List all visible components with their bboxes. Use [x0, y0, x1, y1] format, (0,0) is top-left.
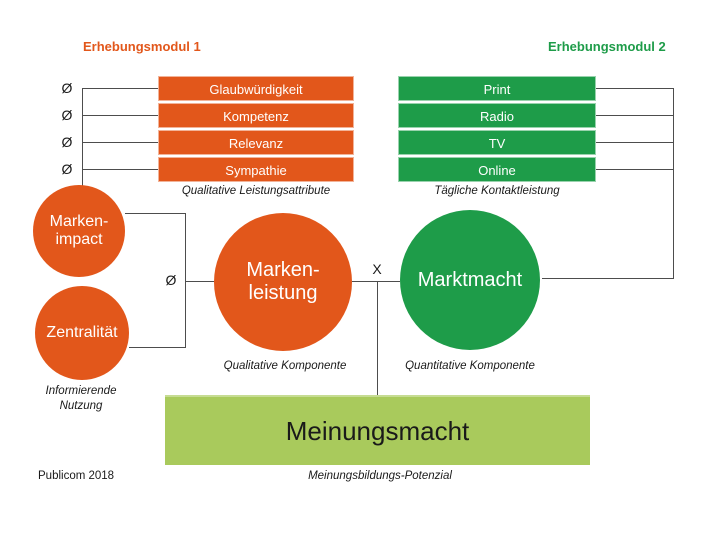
zentralitaet-circle: Zentralität: [35, 286, 129, 380]
media-bar: Online: [398, 157, 596, 182]
media-bar: TV: [398, 130, 596, 155]
attribute-bar: Relevanz: [158, 130, 354, 155]
connector-line: [82, 142, 158, 143]
meinungsmacht-box: Meinungsmacht: [165, 395, 590, 465]
connector-line: [352, 281, 400, 282]
average-symbol: Ø: [61, 161, 73, 177]
average-symbol: Ø: [165, 272, 177, 288]
quantitative-komponente-caption: Quantitative Komponente: [405, 360, 535, 372]
marktmacht-circle: Marktmacht: [400, 210, 540, 350]
nutzung-line1: Informierende: [45, 385, 117, 397]
connector-line: [596, 142, 673, 143]
connector-line: [82, 169, 158, 170]
attribute-bar: Glaubwürdigkeit: [158, 76, 354, 101]
nutzung-line2: Nutzung: [59, 400, 103, 412]
media-bar: Print: [398, 76, 596, 101]
attribute-bar: Kompetenz: [158, 103, 354, 128]
module2-heading: Erhebungsmodul 2: [548, 39, 666, 54]
connector-line: [596, 88, 673, 89]
connector-line: [542, 278, 674, 279]
multiply-symbol: X: [372, 261, 382, 277]
zentralitaet-label: Zentralität: [46, 323, 118, 341]
media-bar: Radio: [398, 103, 596, 128]
meinungsbildungs-potenzial-caption: Meinungsbildungs-Potenzial: [308, 470, 452, 482]
media-caption: Tägliche Kontaktleistung: [434, 185, 560, 197]
connector-line: [125, 213, 185, 214]
connector-line: [129, 347, 185, 348]
connector-line: [82, 88, 83, 186]
average-symbol: Ø: [61, 80, 73, 96]
attributes-caption: Qualitative Leistungsattribute: [181, 185, 331, 197]
connector-line: [185, 281, 214, 282]
connector-line: [82, 115, 158, 116]
markenleistung-circle: Marken- leistung: [214, 213, 352, 351]
marktmacht-label: Marktmacht: [417, 268, 523, 291]
connector-line: [596, 115, 673, 116]
average-symbol: Ø: [61, 107, 73, 123]
markenimpact-label-line2: impact: [55, 231, 103, 248]
connector-line: [82, 88, 158, 89]
markenleistung-label-line2: leistung: [248, 282, 318, 304]
average-symbol: Ø: [61, 134, 73, 150]
markenimpact-circle: Marken- impact: [33, 185, 125, 277]
informierende-nutzung-caption: Informierende Nutzung: [21, 384, 141, 414]
qualitative-komponente-caption: Qualitative Komponente: [223, 360, 347, 372]
attribute-bar: Sympathie: [158, 157, 354, 182]
markenimpact-label-line1: Marken-: [49, 212, 109, 230]
markenleistung-label-line1: Marken-: [246, 259, 320, 281]
connector-line: [185, 213, 186, 348]
credit-text: Publicom 2018: [38, 470, 115, 482]
connector-line: [596, 169, 673, 170]
module1-heading: Erhebungsmodul 1: [83, 39, 201, 54]
connector-line: [673, 88, 674, 279]
connector-line: [377, 281, 378, 395]
meinungsmacht-label: Meinungsmacht: [285, 415, 470, 446]
